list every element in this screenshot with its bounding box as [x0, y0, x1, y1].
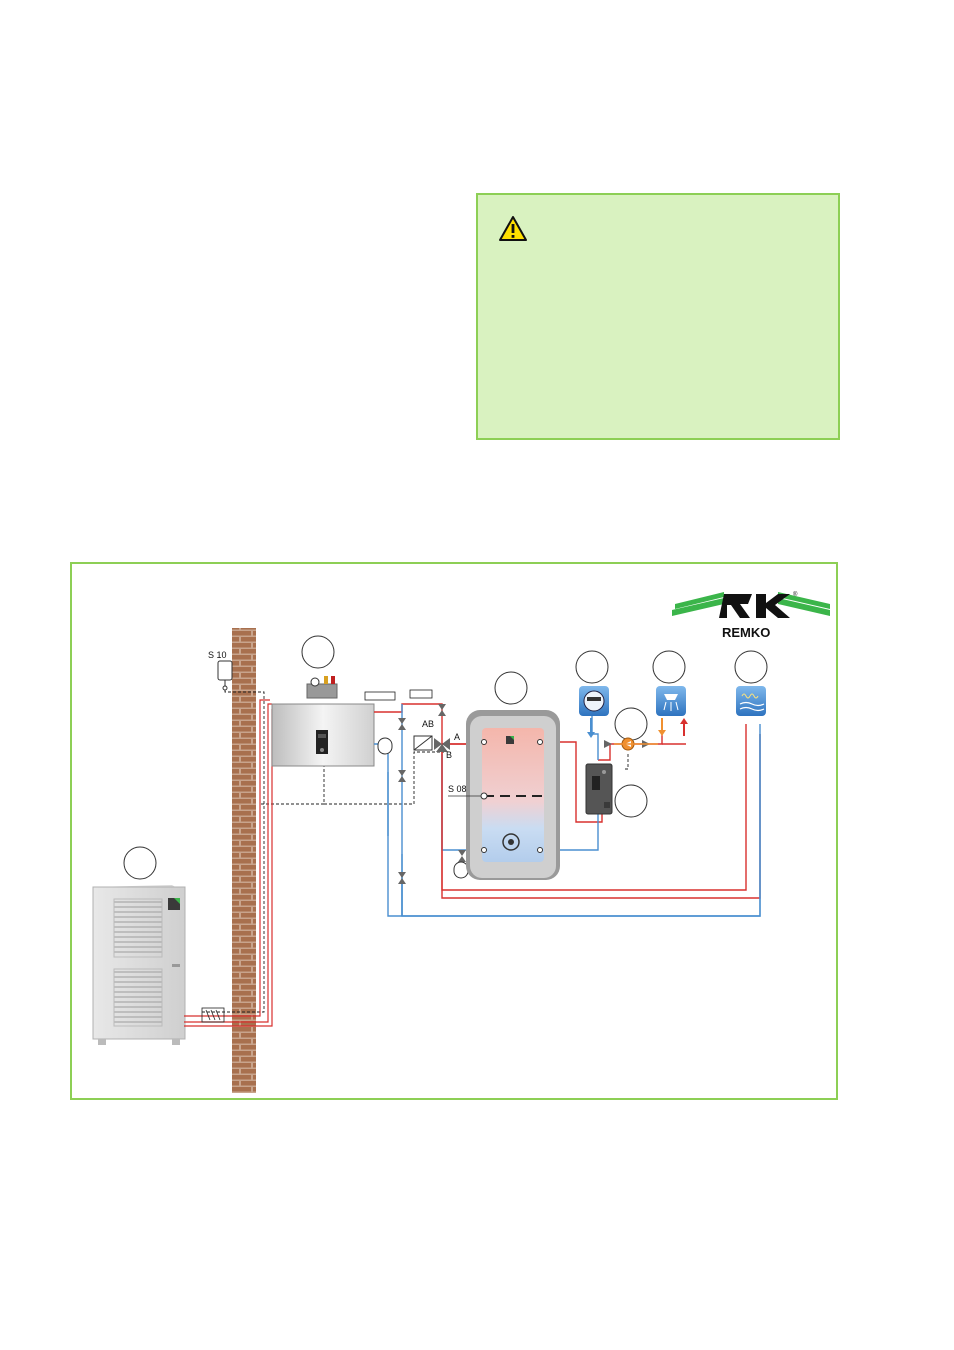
three-way-valve-icon [413, 735, 450, 752]
valve-b-label: B [446, 750, 452, 760]
indoor-unit-icon [271, 676, 375, 767]
sensor-s08-label: S 08 [448, 784, 467, 794]
valve-ab-label: AB [422, 719, 434, 729]
water-meter-icon [579, 686, 609, 738]
shower-icon [656, 686, 688, 736]
logo-text: REMKO [722, 625, 770, 640]
refrigerant-lines [184, 699, 273, 1027]
callout-indoor-unit [301, 635, 335, 669]
callout-storage-tank [494, 671, 528, 705]
callout-shower [652, 650, 686, 684]
warning-icon [499, 216, 527, 241]
callout-water-meter [575, 650, 609, 684]
storage-tank-icon [466, 710, 560, 880]
valve-icon [398, 704, 466, 884]
insulation-mark [364, 691, 396, 701]
fresh-water-station-icon [585, 763, 613, 815]
brick-wall-icon [232, 628, 256, 1093]
heating-pipes [374, 698, 761, 917]
callout-station [614, 784, 648, 818]
callout-outdoor-unit [123, 846, 157, 880]
hydraulic-schematic: REMKO ® [92, 591, 830, 1093]
outdoor-unit-icon [92, 885, 186, 1045]
logo-registered: ® [793, 591, 798, 598]
expansion-vessel-icon [377, 737, 469, 879]
callout-underfloor-heating [734, 650, 768, 684]
temperature-sensor-icon [217, 660, 233, 691]
sensor-s10-label: S 10 [208, 650, 227, 660]
warning-panel [476, 193, 840, 440]
insulation-mark [409, 689, 433, 699]
valve-a-label: A [454, 732, 460, 742]
remko-logo: REMKO ® [672, 591, 830, 640]
system-diagram: REMKO ® [70, 562, 838, 1100]
underfloor-heating-icon [736, 686, 766, 716]
callout-circulation-pump [614, 707, 648, 741]
